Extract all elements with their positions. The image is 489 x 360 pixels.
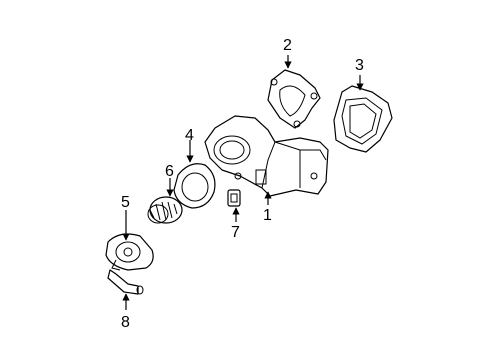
blower-case-part-1 [204,115,329,197]
blower-gasket-part-4 [173,163,216,209]
callout-6: 6 [165,163,174,180]
filter-frame-part-3 [333,85,393,153]
resistor-part-7 [227,189,241,207]
callout-8: 8 [121,314,130,331]
callout-4: 4 [185,127,194,144]
leader-lines [122,55,364,310]
blower-wheel-part-6 [147,196,183,224]
callout-7: 7 [231,224,240,241]
callout-labels: 1 2 3 4 5 6 7 8 [121,37,364,331]
callout-5: 5 [121,194,130,211]
callout-3: 3 [355,57,364,74]
callout-1: 1 [263,207,272,224]
gasket-part-2 [267,69,321,129]
callout-2: 2 [283,37,292,54]
blower-motor-part-5 [105,233,154,271]
hose-part-8 [107,269,144,295]
